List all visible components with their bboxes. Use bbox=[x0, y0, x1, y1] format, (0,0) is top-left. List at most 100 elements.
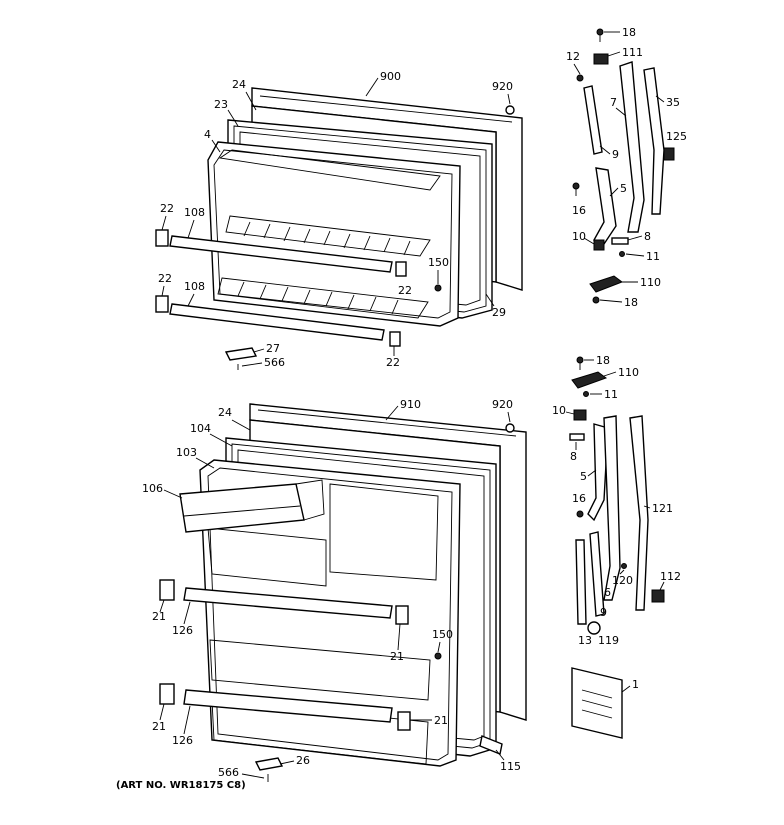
bar-end-cap-21-left-upper bbox=[159, 579, 175, 601]
bracket-111 bbox=[593, 53, 609, 65]
handle-trim-35 bbox=[643, 67, 665, 215]
freezer-rack-lower bbox=[237, 281, 399, 315]
label-9-a: 9 bbox=[612, 148, 619, 161]
strip-9-top bbox=[583, 85, 603, 155]
label-4: 4 bbox=[204, 128, 211, 141]
freezer-hinge-parts bbox=[572, 28, 675, 304]
label-27: 27 bbox=[266, 342, 280, 355]
label-126-b: 126 bbox=[172, 734, 193, 747]
plug-150-upper bbox=[434, 284, 442, 292]
strip-9-bottom bbox=[589, 531, 605, 617]
screw-11-top bbox=[619, 251, 625, 257]
freezer-labels: 900 920 24 23 4 22 108 22 108 150 22 29 … bbox=[158, 70, 513, 369]
label-910: 910 bbox=[400, 398, 421, 411]
label-22-d: 22 bbox=[386, 356, 400, 369]
label-110-b: 110 bbox=[618, 366, 639, 379]
handle-cap-5-top bbox=[593, 167, 617, 245]
label-106: 106 bbox=[142, 482, 163, 495]
label-16-a: 16 bbox=[572, 204, 586, 217]
screw-12 bbox=[576, 74, 584, 82]
label-13: 13 bbox=[578, 634, 592, 647]
label-5-b: 5 bbox=[580, 470, 587, 483]
plug-920-lower bbox=[505, 423, 515, 433]
cap-112 bbox=[651, 589, 665, 603]
bar-end-cap-21-right-lower bbox=[397, 711, 411, 731]
shelf-bar-126-upper bbox=[183, 587, 393, 619]
label-150-bottom: 150 bbox=[432, 628, 453, 641]
label-8-b: 8 bbox=[570, 450, 577, 463]
bar-end-cap-21-right-upper bbox=[395, 605, 409, 625]
bar-end-cap-22-left-upper bbox=[155, 229, 169, 247]
label-24-bottom: 24 bbox=[218, 406, 232, 419]
label-21-b: 21 bbox=[390, 650, 404, 663]
label-18-a: 18 bbox=[622, 26, 636, 39]
label-920-top: 920 bbox=[492, 80, 513, 93]
bar-end-cap-22-left-lower bbox=[155, 295, 169, 313]
label-11-b: 11 bbox=[604, 388, 618, 401]
hinge-cover-27 bbox=[224, 347, 258, 361]
label-10-a: 10 bbox=[572, 230, 586, 243]
screw-18-lower bbox=[576, 356, 584, 364]
handle-trim-121 bbox=[629, 415, 649, 611]
screw-11-bottom bbox=[583, 391, 589, 397]
label-10-b: 10 bbox=[552, 404, 566, 417]
label-5-a: 5 bbox=[620, 182, 627, 195]
hinge-110-bottom bbox=[571, 371, 608, 389]
label-120: 120 bbox=[612, 574, 633, 587]
bar-end-cap-22-right-upper bbox=[395, 261, 407, 277]
cap-125 bbox=[663, 147, 675, 161]
label-18-b: 18 bbox=[624, 296, 638, 309]
plug-920-upper bbox=[505, 105, 515, 115]
spacer-10-bottom bbox=[573, 409, 587, 421]
label-112: 112 bbox=[660, 570, 681, 583]
plug-150-lower bbox=[434, 652, 442, 660]
shelf-bar-126-lower bbox=[183, 689, 393, 723]
door-liner-4 bbox=[207, 141, 461, 327]
label-920-bottom: 920 bbox=[492, 398, 513, 411]
screw-16-bottom bbox=[576, 510, 584, 518]
handle-7 bbox=[619, 61, 645, 233]
label-22-c: 22 bbox=[398, 284, 412, 297]
label-35: 35 bbox=[666, 96, 680, 109]
label-103: 103 bbox=[176, 446, 197, 459]
gasket-strip-115 bbox=[479, 735, 503, 755]
label-18-c: 18 bbox=[596, 354, 610, 367]
label-566-bottom: 566 bbox=[218, 766, 239, 779]
label-115: 115 bbox=[500, 760, 521, 773]
screw-16-top bbox=[572, 182, 580, 190]
label-125: 125 bbox=[666, 130, 687, 143]
hinge-110-top bbox=[589, 275, 624, 293]
label-111: 111 bbox=[622, 46, 643, 59]
handle-6 bbox=[603, 415, 621, 601]
label-26: 26 bbox=[296, 754, 310, 767]
screw-18-bottom bbox=[592, 296, 600, 304]
label-126-a: 126 bbox=[172, 624, 193, 637]
label-22-a: 22 bbox=[160, 202, 174, 215]
label-150-top: 150 bbox=[428, 256, 449, 269]
label-21-a: 21 bbox=[152, 610, 166, 623]
plate-8-top bbox=[611, 237, 629, 245]
shelf-bar-108-upper bbox=[169, 235, 393, 273]
bar-end-cap-21-left-lower bbox=[159, 683, 175, 705]
label-566-top: 566 bbox=[264, 356, 285, 369]
art-number-caption: (ART NO. WR18175 C8) bbox=[116, 780, 246, 791]
fresh-food-hinge-labels: 18 110 11 10 8 5 16 121 6 120 112 9 13 1… bbox=[552, 354, 681, 693]
instruction-booklet-1 bbox=[571, 667, 623, 739]
fresh-food-hinge-parts bbox=[569, 356, 665, 739]
label-21-d: 21 bbox=[434, 714, 448, 727]
label-21-c: 21 bbox=[152, 720, 166, 733]
label-24-top: 24 bbox=[232, 78, 246, 91]
screw-120 bbox=[621, 563, 627, 569]
label-119: 119 bbox=[598, 634, 619, 647]
freezer-rack-upper bbox=[243, 221, 411, 256]
label-9-b: 9 bbox=[600, 606, 607, 619]
label-900: 900 bbox=[380, 70, 401, 83]
plate-8-bottom bbox=[569, 433, 585, 441]
label-1: 1 bbox=[632, 678, 639, 691]
spacer-10-top bbox=[593, 239, 605, 251]
label-11-a: 11 bbox=[646, 250, 660, 263]
label-110-a: 110 bbox=[640, 276, 661, 289]
label-8-a: 8 bbox=[644, 230, 651, 243]
label-6: 6 bbox=[604, 586, 611, 599]
